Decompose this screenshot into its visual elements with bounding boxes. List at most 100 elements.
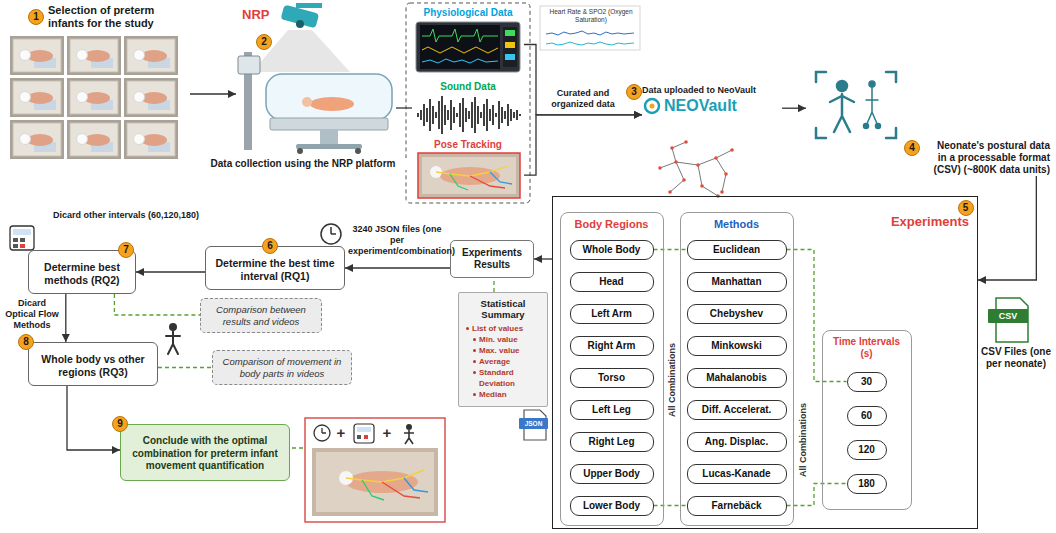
vital-signs-chart <box>546 42 634 45</box>
node-text: Min. value <box>463 334 543 345</box>
option-box: Lower Body <box>570 496 654 516</box>
clock-icon <box>321 224 341 244</box>
formula-icon <box>10 226 34 250</box>
node-text: Determine best methods (RQ2) <box>36 261 128 287</box>
infant-photos <box>67 36 121 75</box>
node-text: Time Intervals (s) <box>823 331 911 360</box>
node-text: 2 <box>257 35 271 49</box>
node-text: Body Regions <box>561 213 663 231</box>
dashed-link <box>654 505 687 506</box>
pose-skeleton-plot <box>720 190 724 194</box>
patient-monitor <box>416 22 520 72</box>
pose-skeleton-plot <box>658 140 734 198</box>
result-panel <box>357 435 361 439</box>
patient-monitor <box>505 30 515 36</box>
incubator <box>355 148 361 154</box>
pose-image <box>418 153 520 198</box>
node-text: List of values <box>463 323 543 334</box>
node-text: Physiological Data <box>412 6 524 19</box>
process-box: Determine best methods (RQ2) <box>28 250 136 294</box>
node-text: 180 <box>850 478 884 490</box>
csv-icon <box>988 309 1028 323</box>
clock-icon <box>321 224 341 244</box>
callout-number: 7 <box>118 242 134 258</box>
incubator <box>310 97 354 111</box>
infant-photos <box>10 78 64 117</box>
result-panel <box>362 480 384 500</box>
pose-skeleton-plot <box>670 146 674 150</box>
node-text: 120 <box>850 444 884 456</box>
category-column: Body RegionsWhole BodyHeadLeft ArmRight … <box>560 212 664 526</box>
result-panel <box>322 428 326 433</box>
comparison-note: Comparison between results and videos <box>200 298 322 333</box>
flow-arrow <box>534 258 552 259</box>
leader-line <box>292 447 305 448</box>
camera-icon <box>296 20 304 28</box>
person-icon <box>166 323 180 354</box>
node-text: Diff. Accelerat. <box>690 404 784 416</box>
infant-photos <box>67 120 121 159</box>
label-text: JSON <box>519 418 548 429</box>
category-column: MethodsEuclideanManhattanChebyshevMinkow… <box>680 212 794 526</box>
pose-figure-icon <box>816 72 896 138</box>
node-text: 4 <box>905 141 919 155</box>
nrp-platform: NRP <box>236 4 396 154</box>
result-panel <box>364 435 368 439</box>
pose-image <box>436 166 508 176</box>
incubator <box>297 148 303 154</box>
json-icon <box>519 410 548 440</box>
formula-icon <box>13 229 31 235</box>
node-text: 6 <box>263 239 277 253</box>
flow-arrow <box>782 108 806 109</box>
option-box: Diff. Accelerat. <box>687 400 787 420</box>
node-text: Farnebäck <box>690 500 784 512</box>
vital-signs-chart <box>540 6 640 50</box>
patient-monitor <box>420 25 500 69</box>
patient-monitor <box>503 27 517 67</box>
neovault-icon <box>650 104 655 109</box>
result-panel <box>357 427 371 432</box>
flow-arrow <box>524 115 642 175</box>
node-text: 8 <box>19 335 33 349</box>
node-text: Whole Body <box>573 244 651 256</box>
dashed-link <box>654 249 687 250</box>
sound-waveform <box>418 96 520 134</box>
csv-file: CSV Files (one per neonate) <box>980 346 1052 370</box>
data-panel: Pose Tracking <box>412 138 524 200</box>
callout-number: 4 <box>904 140 920 156</box>
experiments-box: Experiments5Body RegionsWhole BodyHeadLe… <box>552 196 978 529</box>
option-box: Ang. Displac. <box>687 432 787 452</box>
pose-skeleton-plot <box>672 142 686 162</box>
pose-figure-icon <box>864 124 868 128</box>
node-text: NRP <box>236 4 396 22</box>
patient-monitor <box>505 54 515 60</box>
patient-monitor <box>422 47 498 53</box>
option-box: Euclidean <box>687 240 787 260</box>
node-text: Conclude with the optimal combination fo… <box>129 435 281 473</box>
infant-photos <box>124 36 178 75</box>
pose-skeleton-plot <box>674 160 678 164</box>
pose-image <box>490 172 512 184</box>
node-text: Right Arm <box>573 340 651 352</box>
incubator <box>270 118 388 130</box>
node-text: Chebyshev <box>690 308 784 320</box>
flow-arrow <box>345 267 450 268</box>
option-box: Whole Body <box>570 240 654 260</box>
dashed-link <box>787 250 847 382</box>
node-text: Experiments Results <box>455 247 529 271</box>
node-text: Average <box>463 356 543 367</box>
patient-monitor <box>416 22 520 72</box>
pose-skeleton-plot <box>668 190 672 194</box>
label-text: Heart Rate & SPO2 (Oxygen Saturation) <box>544 8 638 24</box>
conclusion-box: Conclude with the optimal combination fo… <box>120 424 290 481</box>
csv-icon <box>988 298 1028 342</box>
interval-pill: 30 <box>847 372 887 392</box>
edge-label: 3240 JSON files (one per experiment/comb… <box>348 224 446 257</box>
node-text: Pose Tracking <box>412 138 524 151</box>
pose-skeleton-plot <box>696 163 700 167</box>
node-text: Right Leg <box>573 436 651 448</box>
node-text: Comparison between results and videos <box>207 304 315 327</box>
node-text: 5 <box>959 201 973 215</box>
pose-skeleton-plot <box>714 156 718 160</box>
